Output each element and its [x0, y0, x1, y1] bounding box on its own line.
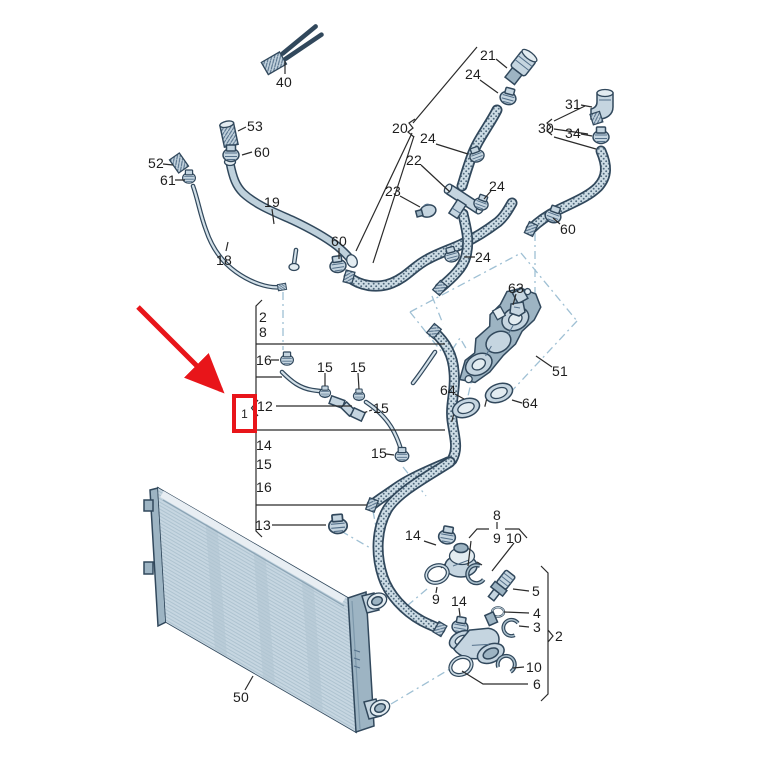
clamp-61: [182, 169, 196, 184]
clamp-24a: [497, 85, 520, 108]
clamp-34: [592, 126, 610, 145]
clamp-15a: [318, 385, 332, 399]
radiator: [143, 486, 391, 734]
clamp-16: [280, 351, 294, 366]
connector-53: [219, 120, 239, 149]
clamp-15c: [394, 446, 410, 463]
retaining-clip: [465, 564, 484, 585]
red-callout-arrow: [136, 305, 225, 394]
clamp-14a: [436, 524, 458, 546]
seal-64a: [478, 379, 516, 409]
connector-52: [168, 152, 190, 174]
leader-lines: [162, 46, 597, 702]
elbow-31: [589, 88, 614, 126]
highlighted-part-box: 1: [232, 394, 257, 433]
connector-21: [503, 48, 538, 86]
clamp-13: [326, 512, 349, 536]
clip-10: [494, 651, 520, 675]
valve-23: [414, 203, 437, 218]
clamp-15b: [352, 388, 366, 402]
clip-3: [499, 616, 521, 639]
cap-63: [509, 301, 526, 317]
oring-9: [421, 560, 453, 588]
sensor-5: [487, 569, 516, 602]
coolant-flange-2: [448, 610, 505, 665]
bleed-pipe-40: [260, 24, 324, 76]
highlighted-part-number: 1: [241, 406, 248, 421]
